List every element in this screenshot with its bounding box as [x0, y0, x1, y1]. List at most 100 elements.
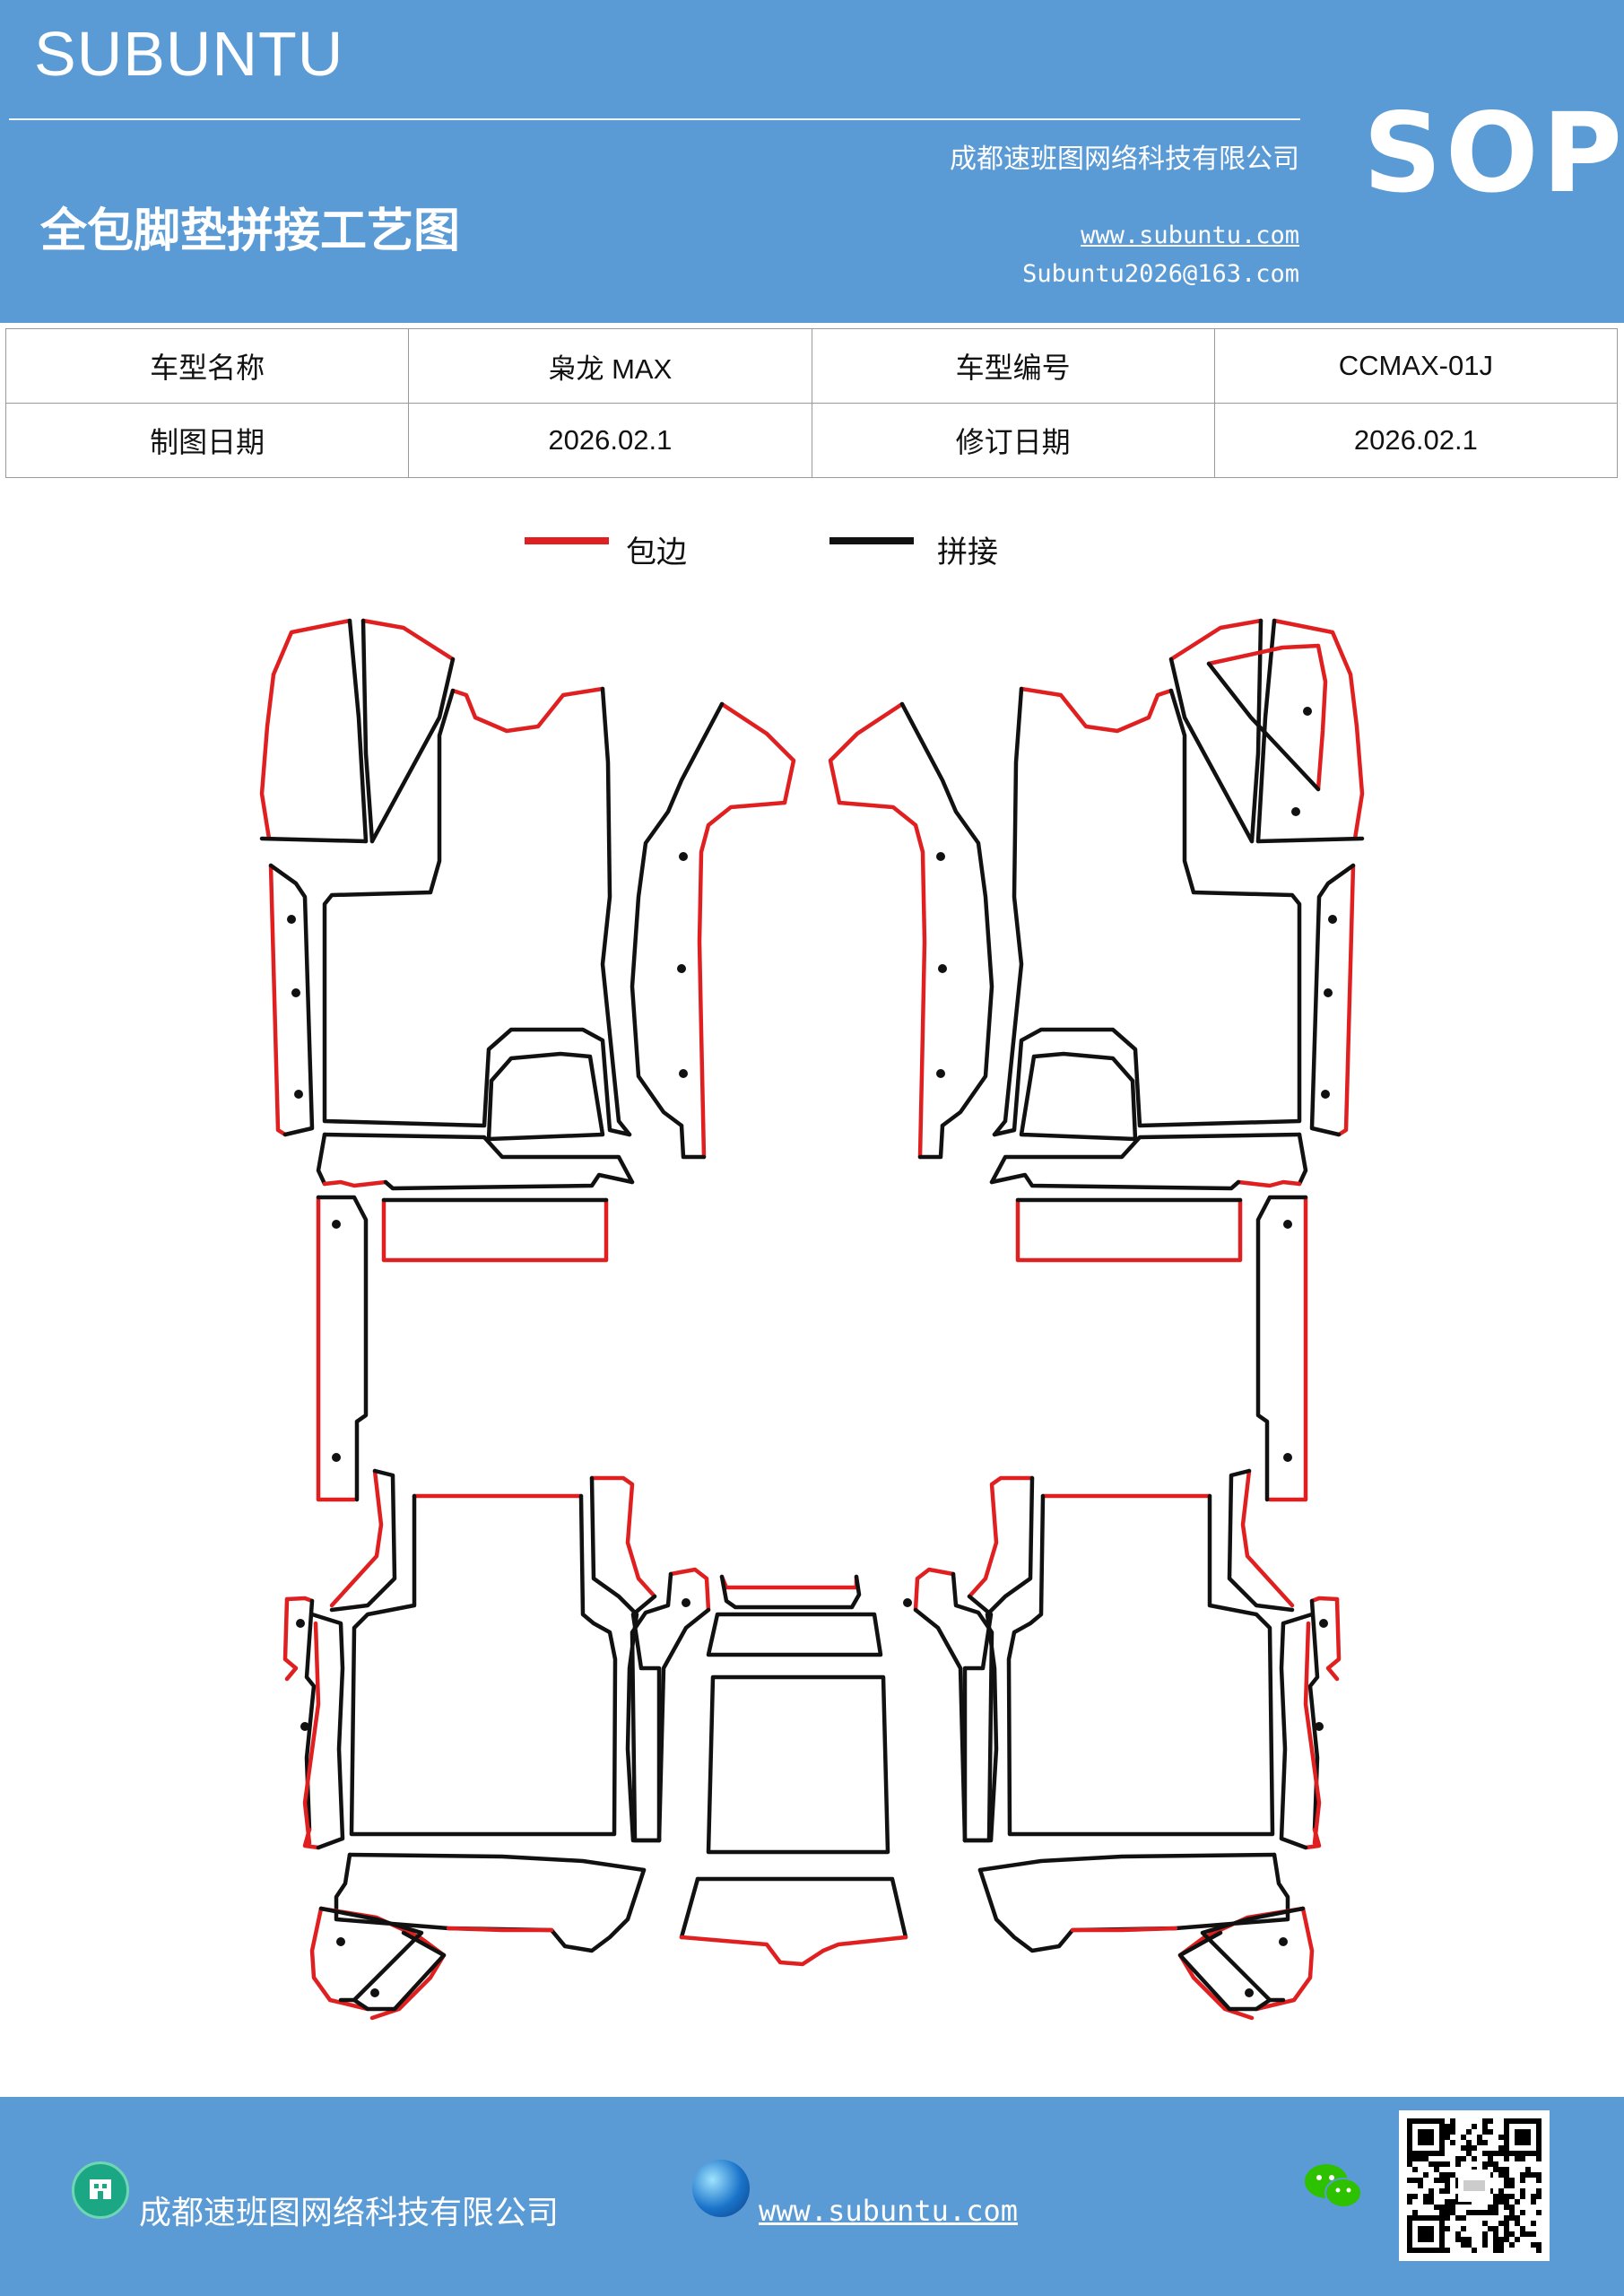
joint-segment [259, 836, 369, 844]
header-website-link[interactable]: www.subuntu.com [1081, 222, 1299, 249]
joint-segment [1006, 1493, 1275, 1837]
qr-code[interactable] [1399, 2110, 1550, 2261]
edge-segment [1336, 863, 1356, 1137]
edge-segment [268, 863, 288, 1137]
edge-segment [913, 1567, 956, 1613]
edge-segment [828, 701, 905, 805]
document-title: 全包脚垫拼接工艺图 [40, 204, 461, 258]
edge-segment [329, 1468, 384, 1608]
marker-dot [291, 988, 300, 997]
joint-segment [322, 1132, 635, 1185]
joint-segment [962, 1475, 1035, 1843]
joint-segment [369, 657, 456, 844]
joint-segment [316, 1195, 369, 1502]
joint-segment [962, 1594, 994, 1843]
joint-segment [352, 1930, 447, 2012]
joint-segment [1255, 1195, 1308, 1502]
vehicle-info-table: 车型名称 枭龙 MAX 车型编号 CCMAX-01J 制图日期 2026.02.… [4, 328, 1619, 478]
edge-segment [1240, 1468, 1295, 1608]
edge-segment [360, 618, 456, 662]
marker-dot [1328, 915, 1337, 924]
joint-segment [630, 1571, 673, 1843]
joint-segment [1255, 836, 1365, 844]
marker-dot [332, 1220, 341, 1229]
header-company: 成都速班图网络科技有限公司 [950, 144, 1299, 175]
joint-segment [989, 1172, 1241, 1191]
edge-segment [1236, 1179, 1302, 1188]
joint-segment [977, 1852, 1290, 1953]
wechat-icon [1305, 2164, 1362, 2208]
joint-segment [360, 618, 375, 844]
joint-segment [913, 1607, 968, 1843]
edge-legend-swatch [525, 537, 609, 544]
edge-segment [1019, 686, 1174, 734]
edge-segment [316, 1195, 357, 1502]
joint-legend-label: 拼接 [937, 535, 998, 570]
joint-segment [329, 1468, 397, 1613]
floor-mat-diagram [259, 618, 1365, 2021]
edge-legend-label: 包边 [626, 535, 687, 570]
joint-segment [1279, 1612, 1315, 1850]
edge-segment [837, 800, 927, 1160]
marker-dot [936, 1069, 945, 1078]
joint-segment [318, 1906, 424, 2003]
edge-segment [271, 618, 352, 677]
joint-segment [989, 1132, 1302, 1185]
joint-legend-swatch [829, 537, 914, 544]
edge-segment [282, 1596, 299, 1682]
joint-segment [706, 1674, 890, 1855]
edge-segment [1267, 1195, 1308, 1502]
joint-segment [600, 686, 632, 1137]
globe-icon [692, 2160, 750, 2217]
marker-dot [287, 915, 296, 924]
marker-dot [679, 852, 688, 861]
header-banner: SUBUNTU SOP 成都速班图网络科技有限公司 全包脚垫拼接工艺图 www.… [0, 0, 1624, 323]
joint-segment [951, 1571, 994, 1843]
edge-segment [309, 1906, 370, 2012]
edge-segment [1325, 1596, 1342, 1682]
joint-segment [656, 1607, 711, 1843]
edge-segment [1309, 1596, 1340, 1604]
edge-segment [719, 1574, 859, 1590]
joint-segment [322, 688, 632, 1137]
marker-dot [1319, 1619, 1328, 1628]
edge-segment [1015, 1197, 1243, 1263]
marker-dot [336, 1937, 345, 1946]
joint-segment [977, 1852, 1277, 1873]
joint-segment [679, 1876, 700, 1940]
model-name-value: 枭龙 MAX [408, 328, 812, 404]
joint-segment [630, 1594, 662, 1843]
marker-dot [1321, 1090, 1330, 1099]
footer-banner: 成都速班图网络科技有限公司 www.subuntu.com [0, 2097, 1624, 2296]
marker-dot [1291, 807, 1300, 816]
table-row: 制图日期 2026.02.1 修订日期 2026.02.1 [4, 403, 1619, 478]
joint-segment [1200, 1906, 1306, 2003]
edge-segment [1206, 643, 1328, 792]
draw-date-label: 制图日期 [4, 403, 410, 478]
building-icon [72, 2161, 129, 2219]
edge-segment [259, 672, 276, 841]
marker-dot [936, 852, 945, 861]
joint-segment [1019, 1051, 1138, 1142]
marker-dot [677, 964, 686, 973]
edge-segment [589, 1475, 657, 1599]
brand-name: SUBUNTU [34, 19, 344, 89]
edge-segment [719, 701, 796, 805]
edge-segment [1303, 1621, 1322, 1846]
header-email: Subuntu2026@163.com [1022, 260, 1299, 288]
joint-segment [899, 701, 994, 1128]
footer-website-link[interactable]: www.subuntu.com [759, 2194, 1018, 2228]
sop-badge: SOP [1363, 90, 1624, 217]
joint-segment [1227, 1468, 1295, 1613]
joint-segment [917, 1123, 945, 1160]
model-code-label: 车型编号 [811, 328, 1215, 404]
marker-dot [1279, 1937, 1288, 1946]
edge-segment [668, 1567, 711, 1613]
joint-segment [1206, 661, 1321, 792]
marker-dot [294, 1090, 303, 1099]
edge-segment [446, 1926, 554, 1933]
marker-dot [1245, 1988, 1254, 1997]
joint-segment [1309, 863, 1356, 1137]
revise-date-value: 2026.02.1 [1213, 403, 1619, 478]
marker-dot [1283, 1220, 1292, 1229]
